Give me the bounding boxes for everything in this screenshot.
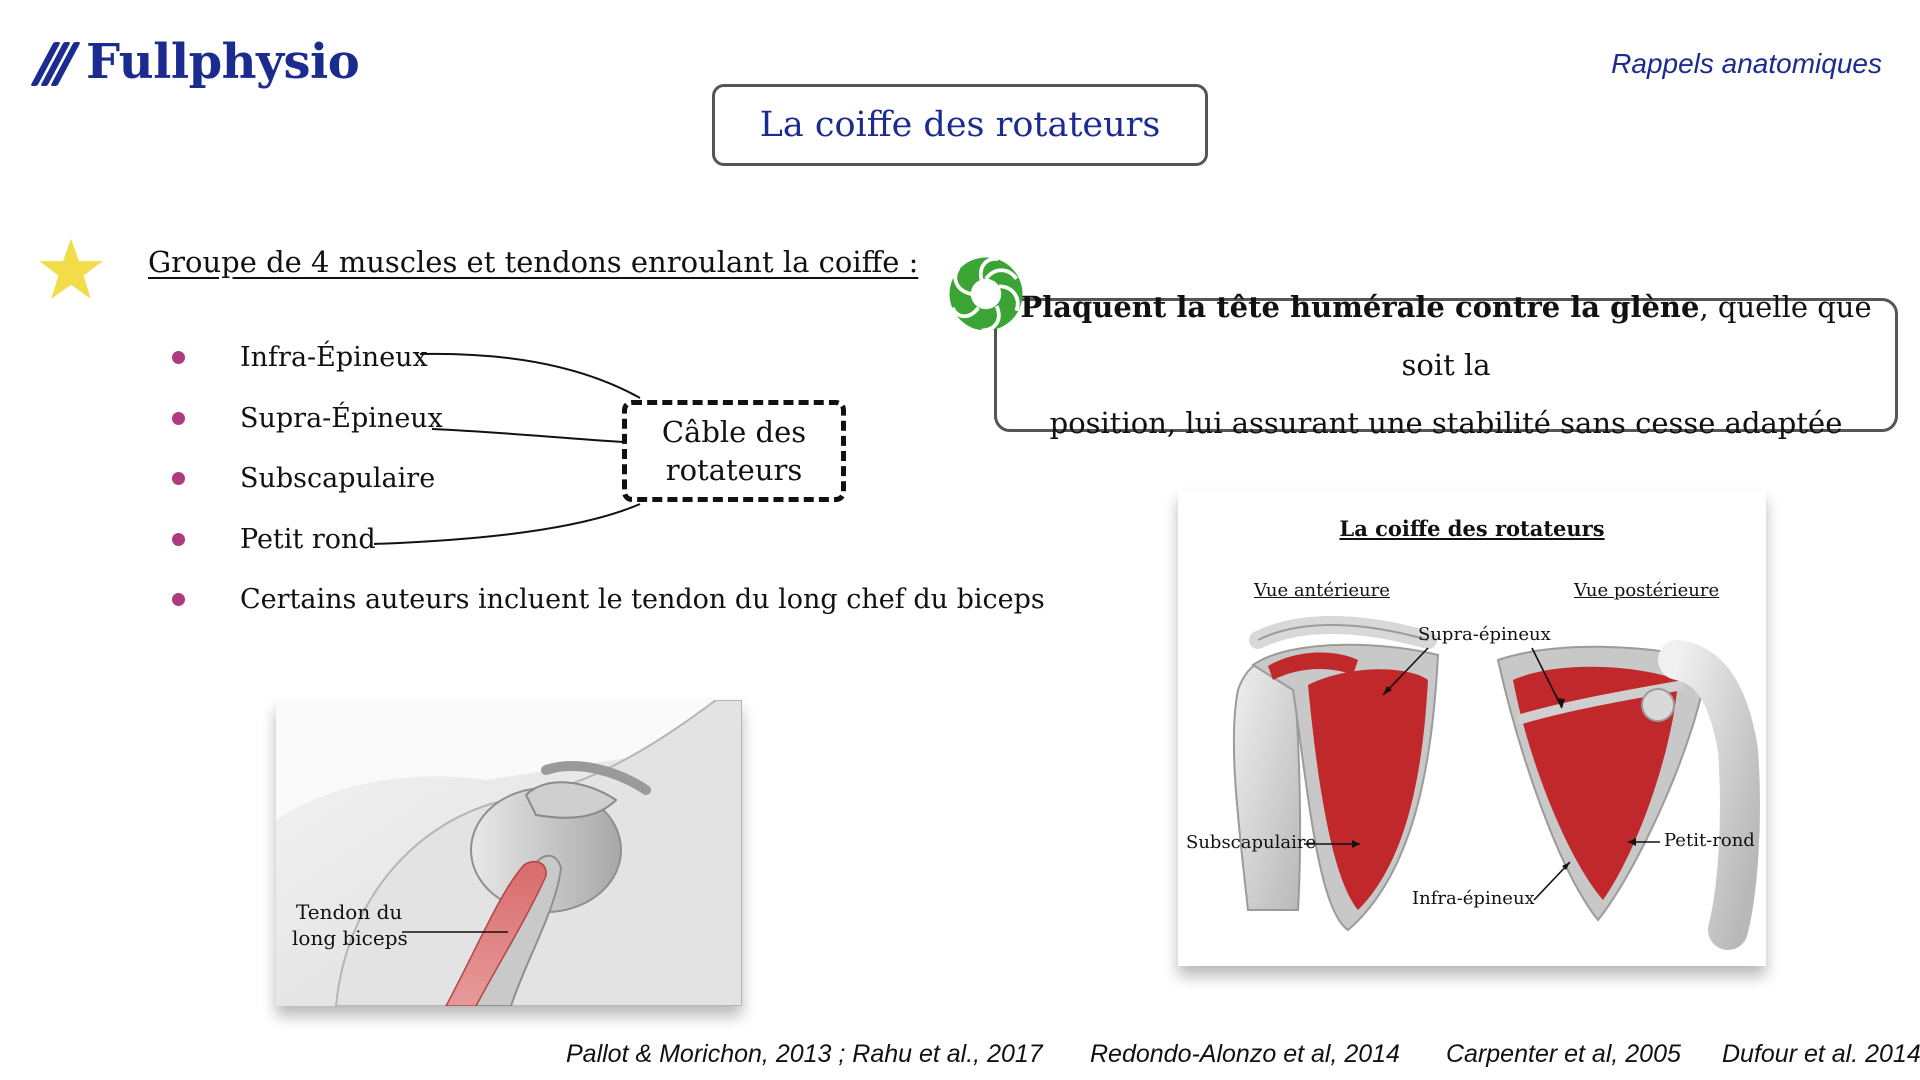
view-anterior-label: Vue antérieure	[1254, 580, 1390, 601]
aperture-icon	[949, 256, 1023, 332]
shoulder-illustration: Tendon du long biceps	[276, 700, 742, 1006]
list-item: Petit rond	[172, 524, 376, 555]
cuff-figure-title: La coiffe des rotateurs	[1339, 516, 1605, 541]
list-item: Infra-Épineux	[172, 342, 428, 373]
rotator-cuff-figure: La coiffe des rotateurs Vue antérieure V…	[1178, 490, 1766, 966]
supra-label: Supra-épineux	[1418, 624, 1551, 645]
section-label: Rappels anatomiques	[1611, 48, 1882, 79]
view-posterior-label: Vue postérieure	[1574, 580, 1720, 601]
list-item: Certains auteurs incluent le tendon du l…	[172, 584, 1045, 615]
cable-line-2: rotateurs	[665, 453, 803, 487]
bullet-dot	[172, 533, 185, 546]
bullet-dot	[172, 472, 185, 485]
list-item: Supra-Épineux	[172, 403, 443, 434]
callout-bold: Plaquent la tête humérale contre la glèn…	[1020, 290, 1700, 324]
reference-2: Redondo-Alonzo et al, 2014	[1090, 1040, 1400, 1068]
infra-label: Infra-épineux	[1412, 888, 1535, 909]
logo-slash-icon	[30, 38, 81, 86]
callout-line-2: position, lui assurant une stabilité san…	[1049, 406, 1843, 440]
petit-rond-label: Petit-rond	[1664, 830, 1755, 851]
tendon-label-line-2: long biceps	[292, 926, 408, 950]
callout-rest: , quelle que soit la	[1401, 290, 1872, 382]
cable-box: Câble des rotateurs	[622, 400, 846, 502]
list-item-text: Infra-Épineux	[240, 342, 428, 373]
subscapulaire-label: Subscapulaire	[1186, 832, 1317, 853]
list-item: Subscapulaire	[172, 463, 435, 494]
bullet-dot	[172, 412, 185, 425]
callout-line-1: Plaquent la tête humérale contre la glèn…	[997, 278, 1895, 394]
list-item-text: Petit rond	[240, 524, 376, 555]
group-heading: Groupe de 4 muscles et tendons enroulant…	[148, 245, 919, 279]
reference-4: Dufour et al. 2014	[1722, 1040, 1920, 1068]
tendon-label-line-1: Tendon du	[296, 900, 403, 924]
list-item-text: Certains auteurs incluent le tendon du l…	[240, 584, 1045, 615]
reference-1: Pallot & Morichon, 2013 ; Rahu et al., 2…	[566, 1040, 1043, 1068]
list-item-text: Subscapulaire	[240, 463, 436, 494]
reference-3: Carpenter et al, 2005	[1446, 1040, 1681, 1068]
brand-logo: Fullphysio	[30, 30, 360, 94]
shoulder-drawing	[276, 700, 742, 1006]
star-icon	[39, 238, 103, 299]
bullet-dot	[172, 593, 185, 606]
rotator-cuff-drawing	[1232, 616, 1760, 950]
callout-box: Plaquent la tête humérale contre la glèn…	[994, 290, 1898, 440]
brand-name: Fullphysio	[86, 34, 360, 90]
cable-line-1: Câble des	[661, 415, 807, 449]
page-title: La coiffe des rotateurs	[712, 84, 1208, 166]
list-item-text: Supra-Épineux	[240, 403, 443, 434]
bullet-dot	[172, 351, 185, 364]
